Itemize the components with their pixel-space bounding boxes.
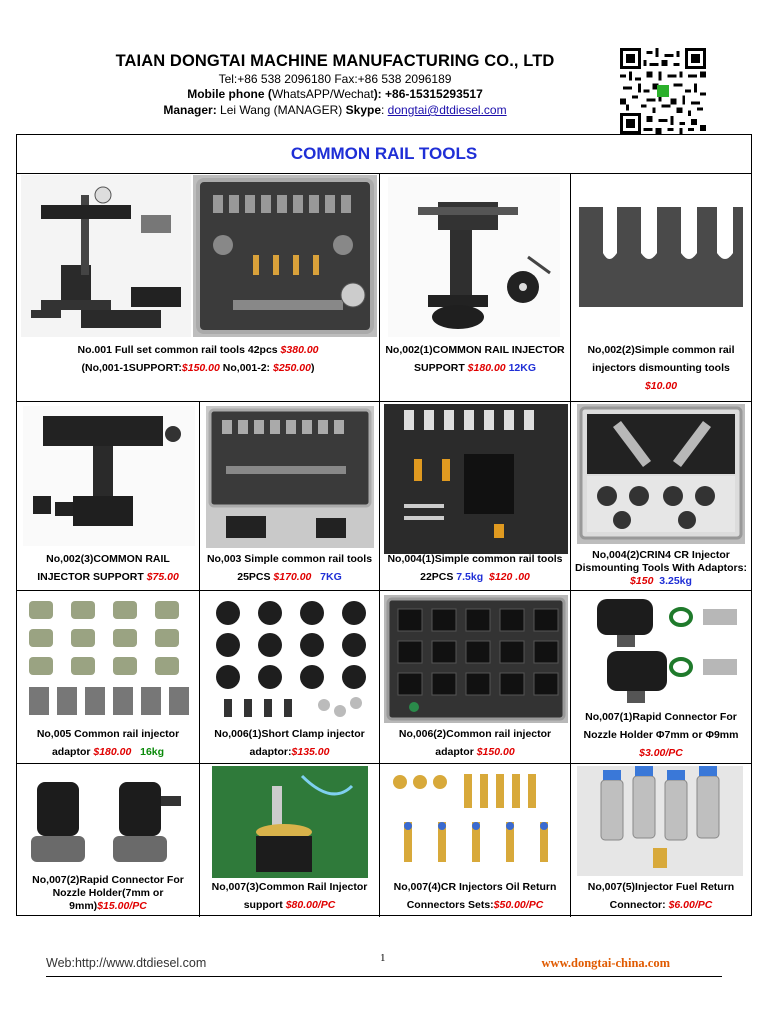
product-table: COMMON RAIL TOOLS No.001 Full set common…: [16, 134, 752, 917]
page-title: COMMON RAIL TOOLS: [290, 144, 478, 163]
dismounting-plate-photo: [577, 203, 745, 311]
product-006-2: No,006(2)Common rail injector adaptor $1…: [380, 591, 571, 764]
rapid-connector-holder-photo: [23, 772, 195, 872]
injector-support-photo: [388, 177, 560, 337]
injector-support-stand-photo: [212, 766, 368, 878]
product-004-2: No,004(2)CRIN4 CR Injector Dismounting T…: [571, 402, 751, 591]
tool-case-photo: [193, 175, 377, 337]
web-url[interactable]: Web:http://www.dtdiesel.com: [46, 956, 207, 970]
product-002-2-caption: No,002(2)Simple common rail injectors di…: [587, 344, 735, 392]
company-name: TAIAN DONGTAI MACHINE MANUFACTURING CO.,…: [115, 52, 555, 70]
page-number: 1: [380, 952, 386, 964]
product-001-caption: No.001 Full set common rail tools 42pcs …: [77, 344, 319, 374]
tel-fax: Tel:+86 538 2096180 Fax:+86 538 2096189: [218, 72, 452, 86]
product-007-4-caption: No,007(4)CR Injectors Oil Return Connect…: [393, 881, 557, 911]
injector-support-clamp-photo: [23, 406, 195, 546]
product-004-2-caption: No,004(2)CRIN4 CR Injector Dismounting T…: [575, 549, 747, 587]
product-002-1-caption: No,002(1)COMMON RAIL INJECTOR SUPPORT $1…: [385, 344, 565, 374]
short-clamp-adaptors-photo: [204, 595, 376, 723]
product-002-3-caption: No,002(3)COMMON RAIL INJECTOR SUPPORT $7…: [37, 553, 179, 583]
product-007-5: No,007(5)Injector Fuel Return Connector:…: [571, 764, 751, 917]
product-002-1: No,002(1)COMMON RAIL INJECTOR SUPPORT $1…: [380, 173, 571, 402]
tool-case-25pcs-photo: [206, 406, 374, 548]
product-004-1: No,004(1)Simple common rail tools 22PCS …: [380, 402, 571, 591]
injector-adaptors-photo: [21, 595, 197, 723]
product-005: No,005 Common rail injector adaptor $180…: [17, 591, 200, 764]
product-006-1: No,006(1)Short Clamp injector adaptor:$1…: [200, 591, 380, 764]
product-002-3: No,002(3)COMMON RAIL INJECTOR SUPPORT $7…: [17, 402, 200, 591]
product-007-3-caption: No,007(3)Common Rail Injector support $8…: [211, 881, 368, 911]
crin4-tools-case-photo: [577, 404, 745, 544]
rapid-connector-photo: [577, 595, 747, 707]
product-005-caption: No,005 Common rail injector adaptor $180…: [36, 728, 180, 758]
product-006-1-caption: No,006(1)Short Clamp injector adaptor:$1…: [214, 728, 365, 758]
page-footer: Web:http://www.dtdiesel.com 1 www.dongta…: [46, 952, 722, 977]
product-007-2: No,007(2)Rapid Connector For Nozzle Hold…: [17, 764, 200, 917]
email-link[interactable]: dongtai@dtdiesel.com: [387, 103, 507, 117]
adaptor-case-photo: [384, 595, 568, 723]
product-007-1: No,007(1)Rapid Connector For Nozzle Hold…: [571, 591, 751, 764]
manager-skype: Manager: Lei Wang (MANAGER) Skype: dongt…: [163, 103, 507, 117]
qr-code-icon: [620, 48, 706, 134]
oil-return-connectors-photo: [386, 768, 566, 876]
product-006-2-caption: No,006(2)Common rail injector adaptor $1…: [398, 728, 552, 758]
product-007-3: No,007(3)Common Rail Injector support $8…: [200, 764, 380, 917]
product-001: No.001 Full set common rail tools 42pcs …: [17, 173, 380, 402]
product-007-4: No,007(4)CR Injectors Oil Return Connect…: [380, 764, 571, 917]
product-007-5-caption: No,007(5)Injector Fuel Return Connector:…: [587, 881, 735, 911]
mobile-phone: Mobile phone (WhatsAPP/Wechat): +86-1531…: [187, 87, 483, 101]
product-004-1-caption: No,004(1)Simple common rail tools 22PCS …: [387, 553, 563, 583]
product-003: No,003 Simple common rail tools 25PCS $1…: [200, 402, 380, 591]
product-007-1-caption: No,007(1)Rapid Connector For Nozzle Hold…: [583, 711, 739, 759]
injector-stand-photo: [21, 175, 191, 337]
title-row: COMMON RAIL TOOLS: [17, 135, 751, 174]
page-header: TAIAN DONGTAI MACHINE MANUFACTURING CO.,…: [0, 0, 768, 135]
fuel-return-connector-photo: [577, 766, 743, 876]
product-007-2-caption: No,007(2)Rapid Connector For Nozzle Hold…: [32, 874, 184, 912]
site-link[interactable]: www.dongtai-china.com: [541, 956, 670, 970]
product-003-caption: No,003 Simple common rail tools 25PCS $1…: [206, 553, 373, 583]
tool-set-22pcs-photo: [384, 404, 568, 554]
product-002-2: No,002(2)Simple common rail injectors di…: [571, 173, 751, 402]
